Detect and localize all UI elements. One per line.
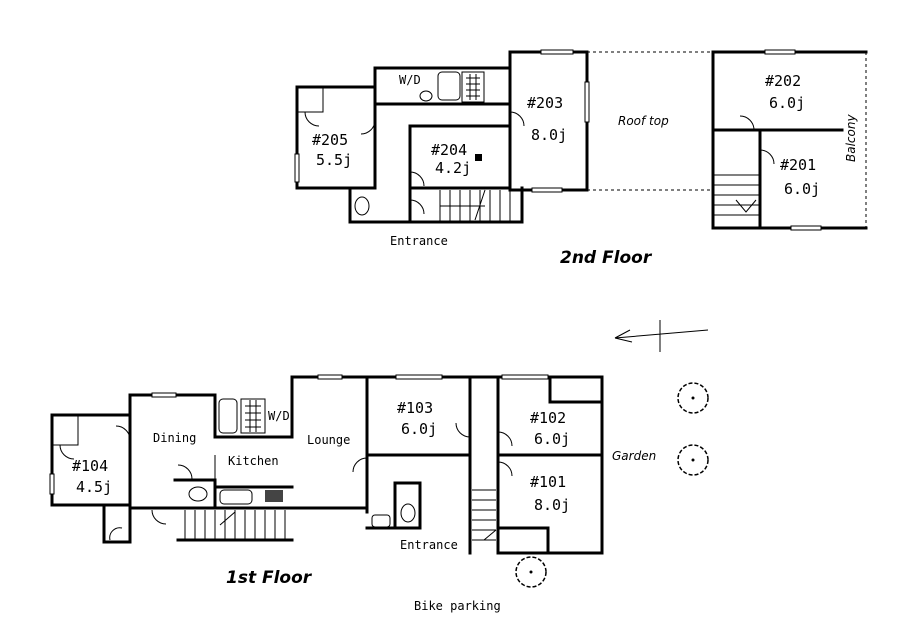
dining-label: Dining (153, 431, 196, 445)
room-201: #201 6.0j (780, 156, 820, 198)
svg-text:4.2j: 4.2j (435, 159, 471, 177)
room-102: #102 6.0j (530, 409, 570, 448)
lounge-label: Lounge (307, 433, 350, 447)
svg-text:5.5j: 5.5j (316, 151, 352, 169)
svg-text:#202: #202 (765, 72, 801, 90)
balcony-label: Balcony (844, 114, 858, 162)
svg-text:6.0j: 6.0j (784, 180, 820, 198)
room-101: #101 8.0j (530, 473, 570, 514)
second-floor-stairs (439, 174, 760, 222)
second-floor-title: 2nd Floor (560, 248, 653, 268)
svg-text:#102: #102 (530, 409, 566, 427)
first-floor-windows (49, 374, 549, 495)
kitchen-label: Kitchen (228, 454, 279, 468)
washer-label: W/D (399, 73, 421, 87)
room-203: #203 8.0j (527, 94, 567, 144)
tree-icon (515, 556, 547, 588)
roof-top-label: Roof top (618, 114, 669, 128)
room-204: #204 4.2j (431, 141, 471, 177)
svg-text:#205: #205 (312, 131, 348, 149)
room-205: #205 5.5j (312, 131, 352, 169)
north-arrow-icon (614, 320, 709, 352)
room-104: #104 4.5j (72, 457, 112, 496)
entrance-label-2f: Entrance (390, 234, 448, 248)
room-103: #103 6.0j (397, 399, 437, 438)
svg-text:8.0j: 8.0j (531, 126, 567, 144)
pillar-icon (475, 154, 482, 161)
svg-text:8.0j: 8.0j (534, 496, 570, 514)
entrance-label-1f: Entrance (400, 538, 458, 552)
second-floor-walls (295, 50, 868, 230)
svg-text:6.0j: 6.0j (534, 430, 570, 448)
svg-text:#204: #204 (431, 141, 467, 159)
svg-text:#101: #101 (530, 473, 566, 491)
garden-label: Garden (612, 449, 656, 463)
second-floor-windows (294, 49, 822, 231)
first-floor-walls (50, 375, 604, 555)
bike-parking-label: Bike parking (414, 599, 501, 613)
svg-text:4.5j: 4.5j (76, 478, 112, 496)
svg-text:#203: #203 (527, 94, 563, 112)
first-floor-title: 1st Floor (226, 568, 313, 588)
svg-text:#103: #103 (397, 399, 433, 417)
first-floor-fixtures (59, 398, 513, 541)
svg-text:6.0j: 6.0j (401, 420, 437, 438)
svg-text:#104: #104 (72, 457, 108, 475)
room-202: #202 6.0j (765, 72, 805, 112)
svg-text:#201: #201 (780, 156, 816, 174)
svg-text:6.0j: 6.0j (769, 94, 805, 112)
tree-icon (677, 444, 709, 476)
first-floor-stairs (184, 489, 497, 541)
tree-icon (677, 382, 709, 414)
second-floor-fixtures (304, 71, 775, 216)
washer-label-1f: W/D (268, 409, 290, 423)
